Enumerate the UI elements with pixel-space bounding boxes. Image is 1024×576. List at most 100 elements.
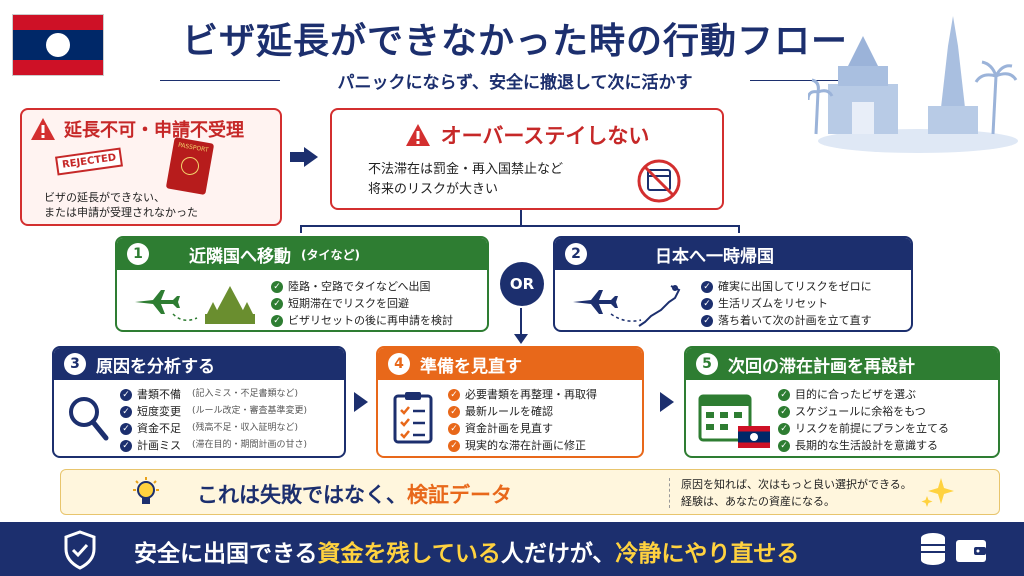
flow-arrow-down-head [514,334,528,344]
footer-bar: 安全に出国できる資金を残している人だけが、冷静にやり直せる [0,522,1024,576]
warning-icon [31,118,55,140]
list-item: ✓長期的な生活設計を意識する [778,437,949,454]
japan-map-icon [638,285,681,327]
rejected-heading: 延長不可・申請不受理 [64,120,244,141]
skyline-illustration [808,16,1018,153]
or-badge: OR [500,262,544,306]
footer-msg-3: 人だけが、 [500,541,616,567]
flow-arrow-1 [290,152,304,162]
list-item: ✓資金計画を見直す [448,420,597,437]
temple-icon [205,286,255,324]
step2-header: 2 日本へ一時帰国 [555,238,911,270]
shield-icon [64,530,96,570]
magnifier-icon [69,397,109,441]
step4-title: 準備を見直す [420,356,522,377]
list-item: ✓最新ルールを確認 [448,403,597,420]
lightbulb-icon [133,477,159,504]
wallet-icon [956,540,986,562]
insight-side-line1: 原因を知れば、次はもっと良い選択ができる。 [681,478,912,491]
insight-divider [669,478,670,508]
step4-header: 4 準備を見直す [378,348,642,380]
rejected-heading-row: 延長不可・申請不受理 [30,116,244,142]
list-item: ✓リスクを前提にプランを立てる [778,420,949,437]
insight-main-accent: 検証データ [407,483,512,507]
step3-box: 3 原因を分析する ✓書類不備(記入ミス・不足書類など) ✓短度変更(ルール改定… [52,346,346,458]
checklist-icon [393,392,433,444]
step1-list: ✓陸路・空路でタイなどへ出国 ✓短期滞在でリスクを回避 ✓ビザリセットの後に再申… [271,278,453,329]
list-item: ✓計画ミス(滞在目的・期間計画の甘さ) [120,437,307,454]
subtitle: パニックにならず、安全に撤退して次に活かす [337,73,693,93]
list-item: ✓スケジュールに余裕をもつ [778,403,949,420]
list-item: ✓現実的な滞在計画に修正 [448,437,597,454]
overstay-text-line2: 将来のリスクが大きい [368,182,499,197]
list-item: ✓資金不足(残高不足・収入証明など) [120,420,307,437]
overstay-heading: オーバーステイしない [440,124,650,148]
no-calendar-icon [637,159,681,203]
footer-msg-1: 安全に出国できる [134,541,318,567]
connector-left-drop [300,225,302,233]
connector-vertical [520,210,522,226]
step4-box: 4 準備を見直す ✓必要書類を再整理・再取得 ✓最新ルールを確認 ✓資金計画を見… [376,346,644,458]
step1-number: 1 [127,243,149,265]
connector-right-drop [738,225,740,233]
flow-arrow-3 [660,392,674,412]
step3-title: 原因を分析する [96,356,215,377]
step4-list: ✓必要書類を再整理・再取得 ✓最新ルールを確認 ✓資金計画を見直す ✓現実的な滞… [448,386,597,454]
list-item: ✓ビザリセットの後に再申請を検討 [271,312,453,329]
list-item: ✓目的に合ったビザを選ぶ [778,386,949,403]
insight-side: 原因を知れば、次はもっと良い選択ができる。 経験は、あなたの資産になる。 [681,476,912,510]
overstay-box: オーバーステイしない 不法滞在は罰金・再入国禁止など 将来のリスクが大きい [330,108,724,210]
step1-header: 1 近隣国へ移動 (タイなど) [117,238,487,270]
flow-arrow-1-head [304,147,318,167]
insight-main: これは失敗ではなく、検証データ [197,479,512,509]
list-item: ✓短度変更(ルール改定・審査基準変更) [120,403,307,420]
airplane-japan-illustration [573,285,681,327]
step1-box: 1 近隣国へ移動 (タイなど) ✓陸路・空路でタイなどへ出国 ✓短期滞在でリスク… [115,236,489,332]
overstay-text-line1: 不法滞在は罰金・再入国禁止など [368,162,564,177]
airplane-icon [135,290,180,314]
warning-icon [405,124,430,146]
step2-box: 2 日本へ一時帰国 ✓確実に出国してリスクをゼロに ✓生活リズムをリセット ✓落… [553,236,913,332]
step5-number: 5 [696,353,718,375]
overstay-text: 不法滞在は罰金・再入国禁止など 将来のリスクが大きい [368,160,563,200]
list-item: ✓陸路・空路でタイなどへ出国 [271,278,453,295]
insight-main-prefix: これは失敗ではなく、 [197,483,407,507]
footer-msg-4: 冷静にやり直せる [615,541,800,567]
step5-box: 5 次回の滞在計画を再設計 ✓目的に合ったビザを選ぶ ✓スケジュールに余裕をもつ… [684,346,1000,458]
list-item: ✓必要書類を再整理・再取得 [448,386,597,403]
step4-number: 4 [388,353,410,375]
flow-arrow-2 [354,392,368,412]
step2-list: ✓確実に出国してリスクをゼロに ✓生活リズムをリセット ✓落ち着いて次の計画を立… [701,278,872,329]
step2-number: 2 [565,243,587,265]
passport-label: PASSPORT [177,141,209,154]
step5-title: 次回の滞在計画を再設計 [728,356,915,377]
airplane-temple-illustration [135,286,255,324]
flow-arrow-down [520,308,522,338]
step5-header: 5 次回の滞在計画を再設計 [686,348,998,380]
list-item: ✓生活リズムをリセット [701,295,872,312]
laos-flag [12,14,104,76]
airplane-icon [573,290,618,314]
step3-header: 3 原因を分析する [54,348,344,380]
rejected-text-line1: ビザの延長ができない、 [44,191,165,204]
list-item: ✓落ち着いて次の計画を立て直す [701,312,872,329]
step3-number: 3 [64,353,86,375]
calendar-icon [698,394,770,448]
rejected-text-line2: または申請が受理されなかった [44,206,198,219]
connector-horizontal [300,225,740,227]
footer-message: 安全に出国できる資金を残している人だけが、冷静にやり直せる [134,534,799,568]
page-title: ビザ延長ができなかった時の行動フロー [181,21,848,62]
list-item: ✓書類不備(記入ミス・不足書類など) [120,386,307,403]
rejected-text: ビザの延長ができない、 または申請が受理されなかった [44,190,198,220]
list-item: ✓確実に出国してリスクをゼロに [701,278,872,295]
subtitle-bar: パニックにならず、安全に撤退して次に活かす [130,68,900,93]
step3-list: ✓書類不備(記入ミス・不足書類など) ✓短度変更(ルール改定・審査基準変更) ✓… [120,386,307,454]
step1-title: 近隣国へ移動 [189,246,291,267]
step2-title: 日本へ一時帰国 [655,246,774,267]
sparkle-icon [921,478,954,507]
insight-bar: これは失敗ではなく、検証データ 原因を知れば、次はもっと良い選択ができる。 経験… [60,469,1000,515]
list-item: ✓短期滞在でリスクを回避 [271,295,453,312]
step1-title-sub: (タイなど) [301,247,360,262]
overstay-heading-row: オーバーステイしない [332,120,722,150]
coins-icon [921,533,945,565]
